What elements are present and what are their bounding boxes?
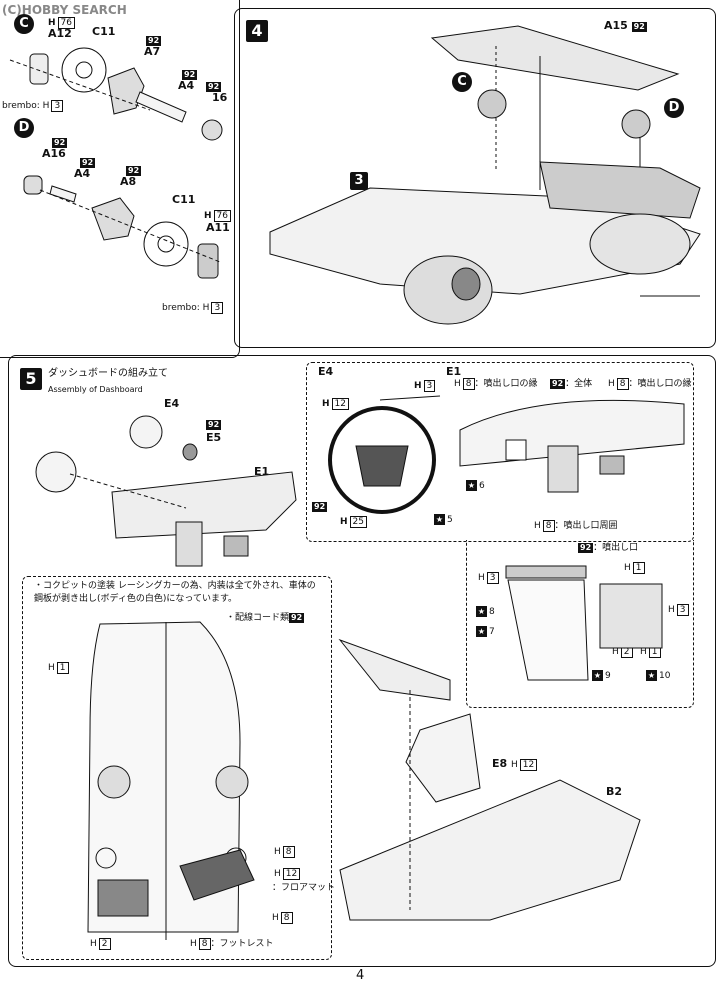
detail-e1: E1 bbox=[446, 365, 462, 378]
step4-d-marker: D bbox=[664, 98, 684, 118]
cockpit-floor bbox=[87, 621, 255, 940]
vent-s9: ★9 bbox=[592, 670, 611, 681]
step5-assembly bbox=[35, 415, 297, 567]
c-a4-label: A4 bbox=[178, 79, 195, 92]
d-92-tag-2: 92 bbox=[80, 158, 96, 168]
c-a7-label: A7 bbox=[144, 45, 161, 58]
c-92-tag-2: 92 bbox=[182, 70, 198, 80]
page-number: 4 bbox=[356, 968, 365, 983]
detail-92-steer: 92 bbox=[312, 502, 328, 512]
step-d-marker: D bbox=[14, 118, 34, 138]
step5-92: 92 bbox=[206, 420, 222, 430]
cockpit-note: ・コクピットの塗装 レーシングカーの為、内装は全て外され、車体の鋼板が剥き出し(… bbox=[34, 581, 316, 604]
detail-steering-wheel bbox=[328, 395, 441, 514]
d-a11-label: A11 bbox=[206, 221, 230, 234]
d-a8-label: A8 bbox=[120, 175, 137, 188]
detail-e4: E4 bbox=[318, 365, 334, 378]
c-16-label: 16 bbox=[212, 91, 228, 104]
step4-chassis bbox=[269, 25, 701, 325]
cockpit-floormat: ：フロアマット bbox=[272, 883, 336, 893]
step5-title-jp: ダッシュボードの組み立て bbox=[48, 368, 168, 379]
d-a16-label: A16 bbox=[42, 147, 66, 160]
step5-panel bbox=[8, 355, 716, 967]
step5-e5: E5 bbox=[206, 431, 222, 444]
detail-star6: ★6 bbox=[466, 480, 485, 491]
detail-whole: 92：全体 bbox=[550, 379, 593, 389]
stepcd-frame bbox=[0, 0, 240, 358]
step5-title-en: Assembly of Dashboard bbox=[48, 385, 143, 394]
watermark: (C)HOBBY SEARCH bbox=[2, 3, 127, 17]
vent-s7: ★7 bbox=[476, 626, 495, 637]
detail-star5: ★5 bbox=[434, 514, 453, 525]
c-a12-label: A12 bbox=[48, 27, 72, 40]
d-c11-label: C11 bbox=[172, 193, 196, 206]
step5-number: 5 bbox=[20, 368, 42, 390]
d-92-tag: 92 bbox=[52, 138, 68, 148]
detail-dashboard bbox=[459, 399, 685, 493]
step5-e4: E4 bbox=[164, 397, 180, 410]
step4-c-marker: C bbox=[452, 72, 472, 92]
step4-panel bbox=[234, 8, 716, 348]
c-92-tag: 92 bbox=[146, 36, 162, 46]
step4-sub3: 3 bbox=[350, 172, 368, 190]
vent-92: 92：噴出し口 bbox=[578, 543, 639, 553]
vent-s10: ★10 bbox=[646, 670, 671, 681]
seat-body bbox=[338, 638, 641, 921]
step-c-parts bbox=[9, 47, 223, 141]
a15-label: A15 92 bbox=[604, 19, 647, 32]
c-92-tag-3: 92 bbox=[206, 82, 222, 92]
d-92-tag-3: 92 bbox=[126, 166, 142, 176]
c-c11-label: C11 bbox=[92, 25, 116, 38]
dashboard-detail-box bbox=[306, 362, 694, 542]
vent-s8: ★8 bbox=[476, 606, 495, 617]
cockpit-detail-box bbox=[22, 576, 332, 960]
body-b2-label: B2 bbox=[606, 785, 623, 798]
step-d-parts bbox=[23, 175, 221, 279]
step-c-marker: C bbox=[14, 14, 34, 34]
vent-detail bbox=[505, 565, 663, 681]
vent-detail-box bbox=[466, 540, 694, 708]
step4-number: 4 bbox=[246, 20, 268, 42]
d-a4-label: A4 bbox=[74, 167, 91, 180]
